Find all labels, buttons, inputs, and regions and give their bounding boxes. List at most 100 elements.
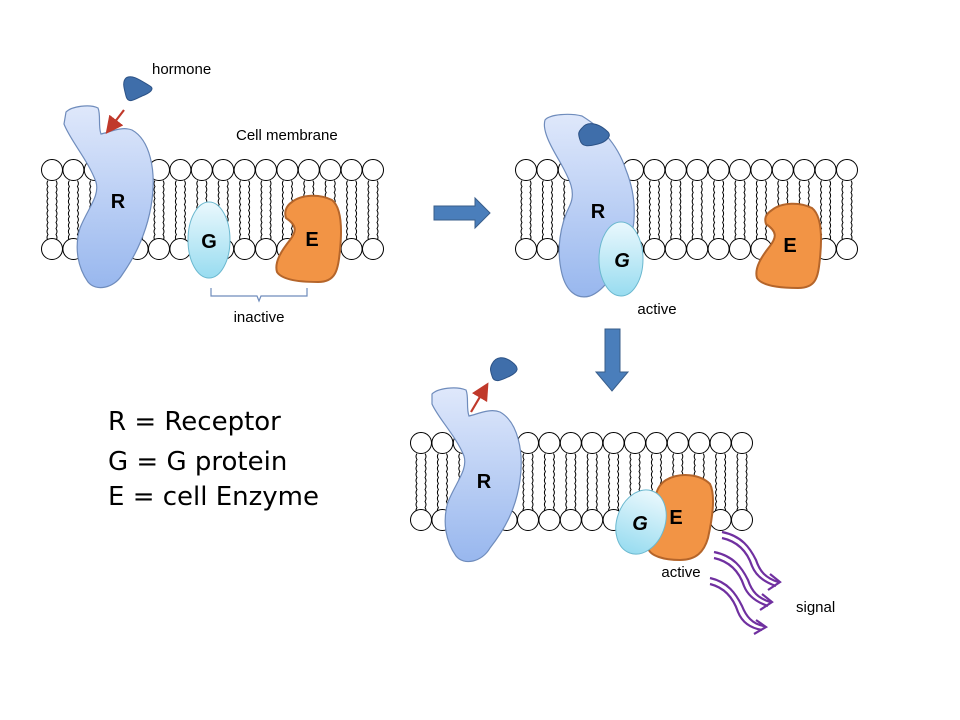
- lipid-tail: [755, 180, 759, 241]
- lipid-tail: [522, 453, 525, 514]
- lipid-head: [686, 238, 709, 260]
- lipid-head: [410, 509, 432, 531]
- lipid-head: [276, 159, 299, 181]
- cell-membrane-stage-2: [515, 159, 858, 260]
- legend-item-receptor: R = Receptor: [108, 407, 281, 437]
- lipid-tail: [841, 180, 844, 241]
- lipid-tail: [153, 180, 156, 241]
- step-arrow-down-icon: [594, 328, 630, 392]
- lipid-tail: [608, 453, 611, 514]
- lipid-head: [148, 238, 170, 260]
- lipid-head: [431, 432, 454, 454]
- lipid-head: [688, 432, 711, 454]
- receptor-shape: [431, 387, 522, 563]
- inactive-bracket: [210, 288, 308, 303]
- lipid-tail: [670, 180, 673, 241]
- lipid-head: [255, 238, 277, 260]
- lipid-tail: [764, 180, 767, 241]
- lipid-head: [581, 432, 604, 454]
- lipid-tail: [55, 180, 58, 241]
- g-protein-label: G: [632, 513, 648, 535]
- lipid-tail: [721, 180, 725, 241]
- hormone-label: hormone: [152, 61, 211, 78]
- lipid-head: [666, 432, 689, 454]
- lipid-tail: [713, 180, 716, 241]
- stage-1: R hormone Cell membrane G E inactive: [63, 61, 342, 326]
- lipid-head: [536, 238, 559, 260]
- lipid-head: [731, 509, 753, 531]
- lipid-head: [814, 159, 837, 181]
- lipid-tail: [550, 180, 553, 241]
- lipid-head: [686, 159, 709, 181]
- receptor-label: R: [591, 201, 606, 223]
- lipid-tail: [595, 453, 598, 514]
- lipid-head: [233, 238, 256, 260]
- lipid-head: [362, 238, 384, 260]
- lipid-head: [517, 509, 539, 531]
- lipid-head: [750, 159, 773, 181]
- lipid-tail: [828, 180, 832, 241]
- lipid-head: [515, 238, 537, 260]
- lipid-tail: [346, 180, 349, 241]
- hormone-icon: [578, 123, 610, 147]
- lipid-head: [190, 159, 213, 181]
- legend-item-enzyme: E = cell Enzyme: [108, 482, 319, 512]
- lipid-head: [709, 432, 732, 454]
- lipid-head: [255, 159, 277, 181]
- lipid-tail: [415, 453, 418, 514]
- lipid-head: [581, 509, 604, 531]
- lipid-head: [41, 238, 63, 260]
- lipid-tail: [691, 180, 694, 241]
- lipid-tail: [436, 453, 440, 514]
- lipid-tail: [531, 453, 534, 514]
- enzyme-label: E: [783, 235, 796, 257]
- lipid-tail: [648, 180, 652, 241]
- receptor-label: R: [477, 471, 492, 493]
- lipid-tail: [260, 180, 263, 241]
- release-arrow-icon: [470, 382, 489, 413]
- lipid-tail: [736, 453, 739, 514]
- lipid-head: [169, 159, 192, 181]
- lipid-head: [559, 509, 582, 531]
- g-protein-label: G: [614, 250, 630, 272]
- lipid-head: [729, 159, 751, 181]
- lipid-head: [836, 159, 858, 181]
- lipid-tail: [281, 180, 285, 241]
- g-protein-label: G: [201, 231, 217, 253]
- legend-item-g-protein: G = G protein: [108, 447, 287, 477]
- lipid-head: [643, 238, 666, 260]
- lipid-tail: [367, 180, 370, 241]
- lipid-head: [707, 238, 730, 260]
- lipid-head: [233, 159, 256, 181]
- binding-arrow-icon: [105, 109, 125, 134]
- g-protein-shape: [598, 221, 644, 297]
- lipid-head: [538, 509, 561, 531]
- lipid-head: [643, 159, 666, 181]
- lipid-tail: [269, 180, 272, 241]
- lipid-tail: [574, 453, 577, 514]
- enzyme-shape: [275, 194, 342, 284]
- lipid-tail: [745, 453, 748, 514]
- legend: R = Receptor G = G protein E = cell Enzy…: [108, 407, 319, 512]
- lipid-tail: [354, 180, 358, 241]
- hormone-icon: [123, 76, 153, 102]
- lipid-tail: [552, 453, 555, 514]
- lipid-tail: [183, 180, 186, 241]
- lipid-head: [602, 432, 625, 454]
- lipid-tail: [715, 453, 718, 514]
- lipid-tail: [529, 180, 532, 241]
- lipid-head: [836, 238, 858, 260]
- lipid-tail: [636, 180, 639, 241]
- lipid-head: [297, 159, 320, 181]
- enzyme-label: E: [305, 229, 318, 251]
- lipid-tail: [586, 453, 589, 514]
- lipid-head: [515, 159, 537, 181]
- lipid-tail: [679, 180, 682, 241]
- receptor-shape: [63, 105, 154, 289]
- g-protein-shape: [615, 489, 667, 555]
- g-protein-shape: [187, 201, 231, 279]
- lipid-tail: [700, 180, 703, 241]
- cell-membrane-label: Cell membrane: [236, 127, 338, 144]
- lipid-head: [793, 159, 816, 181]
